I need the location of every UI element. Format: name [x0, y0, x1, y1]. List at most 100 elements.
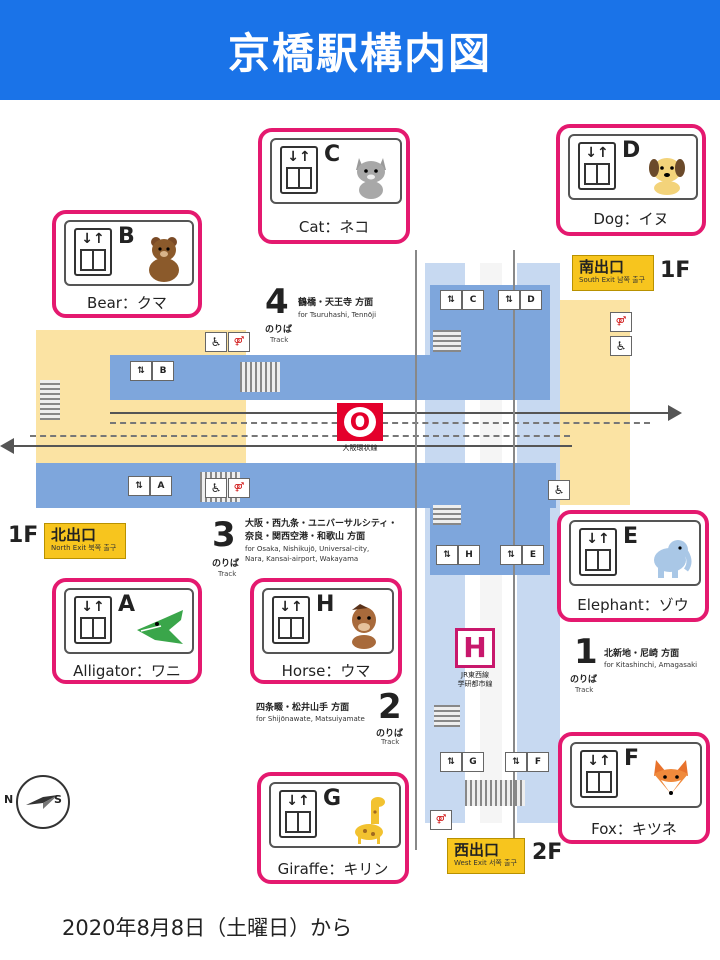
bear-icon [149, 237, 179, 282]
track-dash-2 [30, 435, 570, 437]
jr-tozai-line-symbol: H [455, 628, 495, 668]
elevator-label-a: Alligator：ワニ [73, 662, 181, 680]
wheelchair-icon-north: ♿ [205, 478, 227, 498]
north-exit-jp: 北出口 [51, 526, 97, 544]
west-exit-en: West Exit 서쪽 출구 [454, 859, 517, 867]
track-2-number: 2 [378, 687, 402, 727]
stairs-5 [434, 705, 460, 727]
elevator-card-c[interactable]: ↓↑ C Cat：ネコ [258, 128, 410, 244]
elevator-card-b[interactable]: ↓↑ B Bear：クマ [52, 210, 202, 318]
map-marker-h-elevator[interactable]: ⇅ [436, 545, 458, 565]
alligator-icon [137, 610, 183, 644]
elevator-letter-c: C [324, 142, 341, 167]
map-marker-d-elevator[interactable]: ⇅ [498, 290, 520, 310]
map-marker-g-label: G [462, 752, 484, 772]
horse-icon [352, 604, 376, 649]
track-arrow-right [668, 405, 682, 421]
elevator-icon: ↓↑ [74, 596, 112, 644]
track-3-destination-2: 奈良・関西空港・和歌山 方面 [245, 532, 366, 542]
elevator-label-c: Cat：ネコ [298, 218, 370, 236]
map-marker-a-elevator[interactable]: ⇅ [128, 476, 150, 496]
elevator-label-f: Fox：キツネ [591, 820, 677, 838]
south-exit-en: South Exit 남쪽 출구 [579, 276, 646, 284]
track-1-destination: 北新地・尼崎 方面 [604, 649, 680, 659]
jr-tozai-line-name: JR東西線 [461, 671, 489, 679]
map-marker-e-elevator[interactable]: ⇅ [500, 545, 522, 565]
map-marker-b-label: B [152, 361, 174, 381]
wheelchair-icon-south: ♿ [610, 336, 632, 356]
elevator-card-h[interactable]: ↓↑ H Horse：ウマ [250, 578, 402, 684]
cat-icon [356, 158, 386, 199]
elevator-card-f[interactable]: ↓↑ F Fox：キツネ [558, 732, 710, 844]
stairs-3 [433, 330, 461, 352]
track-2-track: Track [381, 738, 400, 746]
track-4-track: Track [270, 336, 289, 344]
track-1-destination-en: for Kitashinchi, Amagasaki [604, 661, 698, 669]
map-marker-b-elevator[interactable]: ⇅ [130, 361, 152, 381]
elevator-card-d[interactable]: ↓↑ D Dog：イヌ [556, 124, 706, 236]
track-2-noriba: のりば [376, 729, 404, 739]
jr-tozai-letter: H [458, 631, 492, 665]
restroom-icon-south: ⚤ [610, 312, 632, 332]
stairs-7 [40, 380, 60, 420]
compass-n: N [4, 793, 14, 806]
compass-s: S [54, 793, 62, 806]
north-exit-sign[interactable]: 北出口 North Exit 북쪽 출구 [44, 523, 126, 559]
elevator-letter-a: A [118, 592, 136, 617]
elevator-card-a[interactable]: ↓↑ A Alligator：ワニ [52, 578, 202, 684]
west-exit-jp: 西出口 [454, 841, 500, 859]
track-3-destination: 大阪・西九条・ユニバーサルシティ・ [245, 519, 398, 529]
elevator-sign-g: ↓↑ G [269, 782, 401, 848]
track-3-destination-en-2: Nara, Kansai-airport, Wakayama [245, 555, 359, 563]
west-exit-floor: 2F [532, 840, 563, 865]
south-exit-sign[interactable]: 南出口 South Exit 남쪽 출구 [572, 255, 654, 291]
south-exit-zone [555, 300, 630, 505]
elevator-label-g: Giraffe：キリン [277, 860, 389, 878]
elevator-label-d: Dog：イヌ [593, 210, 669, 228]
jr-tozai-line-name2: 学研都市線 [457, 680, 493, 688]
map-marker-f-elevator[interactable]: ⇅ [505, 752, 527, 772]
map-marker-a-label: A [150, 476, 172, 496]
elevator-icon: ↓↑ [579, 528, 617, 576]
track-2-destination: 四条畷・松井山手 方面 [256, 703, 350, 713]
track-3-track: Track [218, 570, 237, 578]
restroom-icon: ⚤ [228, 332, 250, 352]
elevator-card-g[interactable]: ↓↑ G Giraffe：キリン [257, 772, 409, 884]
stairs-6 [465, 780, 525, 806]
track-1-track: Track [575, 686, 594, 694]
stairs-4 [433, 505, 461, 525]
dog-icon [649, 158, 685, 195]
elevator-icon: ↓↑ [580, 750, 618, 798]
osaka-loop-letter: O [344, 407, 376, 437]
elephant-icon [654, 540, 692, 578]
elevator-sign-e: ↓↑ E [569, 520, 701, 586]
track-4-destination: 鶴橋・天王寺 方面 [298, 298, 374, 308]
map-marker-c-elevator[interactable]: ⇅ [440, 290, 462, 310]
elevator-letter-g: G [323, 786, 342, 811]
elevator-sign-a: ↓↑ A [64, 588, 194, 654]
track-1-noriba: のりば [570, 675, 598, 685]
compass-icon [16, 775, 70, 829]
elevator-sign-h: ↓↑ H [262, 588, 394, 654]
elevator-label-h: Horse：ウマ [281, 662, 371, 680]
south-exit-floor: 1F [660, 258, 691, 283]
map-marker-g-elevator[interactable]: ⇅ [440, 752, 462, 772]
west-exit-sign[interactable]: 西出口 West Exit 서쪽 출구 [447, 838, 525, 874]
track-line-upper [110, 412, 670, 414]
restroom-icon-north: ⚤ [228, 478, 250, 498]
map-marker-f-label: F [527, 752, 549, 772]
north-exit-floor: 1F [8, 523, 39, 548]
elevator-card-e[interactable]: ↓↑ E Elephant：ゾウ [557, 510, 709, 622]
elevator-icon: ↓↑ [578, 142, 616, 190]
effective-date: 2020年8月8日（土曜日）から [62, 916, 353, 940]
track-4-destination-en: for Tsuruhashi, Tennōji [298, 311, 377, 319]
elevator-icon: ↓↑ [279, 790, 317, 838]
elevator-sign-b: ↓↑ B [64, 220, 194, 286]
track-3-noriba: のりば [212, 559, 240, 569]
south-exit-jp: 南出口 [579, 258, 625, 276]
track-arrow-left [0, 438, 14, 454]
elevator-label-b: Bear：クマ [87, 294, 167, 312]
map-marker-c-label: C [462, 290, 484, 310]
map-marker-e-label: E [522, 545, 544, 565]
elevator-sign-f: ↓↑ F [570, 742, 702, 808]
